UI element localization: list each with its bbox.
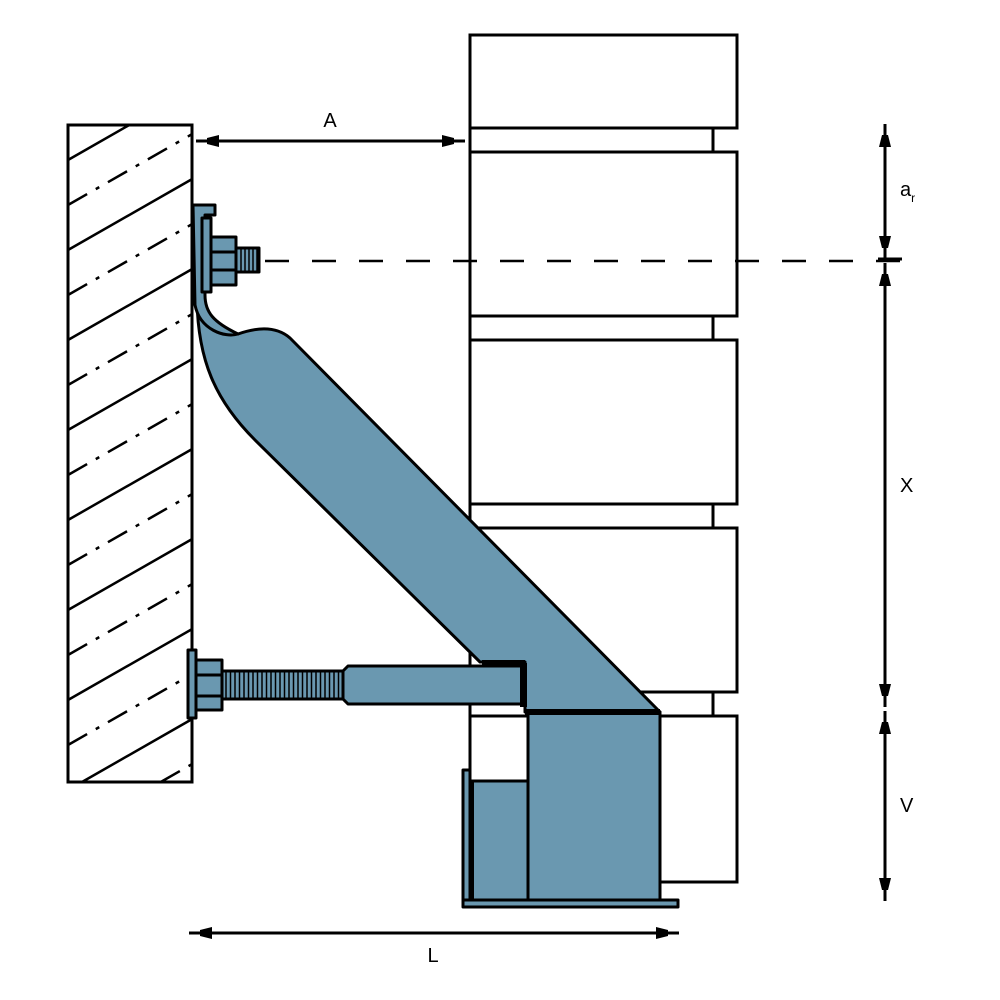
masonry-wall xyxy=(66,123,194,784)
support-angle-fill xyxy=(468,779,530,902)
dimension-V: V xyxy=(885,711,914,901)
dimension-label-L: L xyxy=(427,945,438,967)
hatch-line xyxy=(67,358,193,432)
hatch-line xyxy=(67,123,130,162)
brick xyxy=(468,150,739,318)
support-angle-base-plate xyxy=(461,898,680,909)
rod-thread-lines xyxy=(225,672,340,698)
support-angle-upstand xyxy=(461,768,472,907)
top-bolt-thread xyxy=(234,246,261,274)
rod-sleeve xyxy=(341,664,527,706)
wall-outline xyxy=(66,123,194,784)
dimension-ar: ar xyxy=(878,124,915,261)
dimension-L: L xyxy=(189,933,679,967)
bracket-base-box xyxy=(526,710,662,902)
hatch-line xyxy=(67,268,193,342)
top-thread-lines xyxy=(240,249,258,271)
hatch-line xyxy=(67,178,193,252)
weld-seam xyxy=(469,782,474,900)
dimension-X: X xyxy=(885,263,913,707)
weld-seam xyxy=(520,663,527,707)
bottom-nut xyxy=(194,658,224,712)
top-nut xyxy=(209,235,238,287)
dimension-label-ar-subscript: r xyxy=(911,191,915,205)
wall-hatching xyxy=(67,123,193,784)
dimension-label-ar: ar xyxy=(900,179,915,205)
hatch-line xyxy=(67,448,193,522)
dimension-label-ar-main: a xyxy=(900,179,912,201)
dimension-label-X: X xyxy=(900,475,913,497)
brick-cladding xyxy=(468,33,739,884)
hatch-line xyxy=(67,538,193,612)
brick xyxy=(468,338,739,506)
hatch-line xyxy=(81,718,193,784)
dimension-label-V: V xyxy=(900,795,914,817)
dimension-label-A: A xyxy=(323,110,337,132)
support-bracket xyxy=(186,203,680,909)
hatch-line xyxy=(160,763,193,784)
brick xyxy=(468,33,739,130)
dimension-A: A xyxy=(196,110,465,141)
hatch-line xyxy=(67,628,193,702)
